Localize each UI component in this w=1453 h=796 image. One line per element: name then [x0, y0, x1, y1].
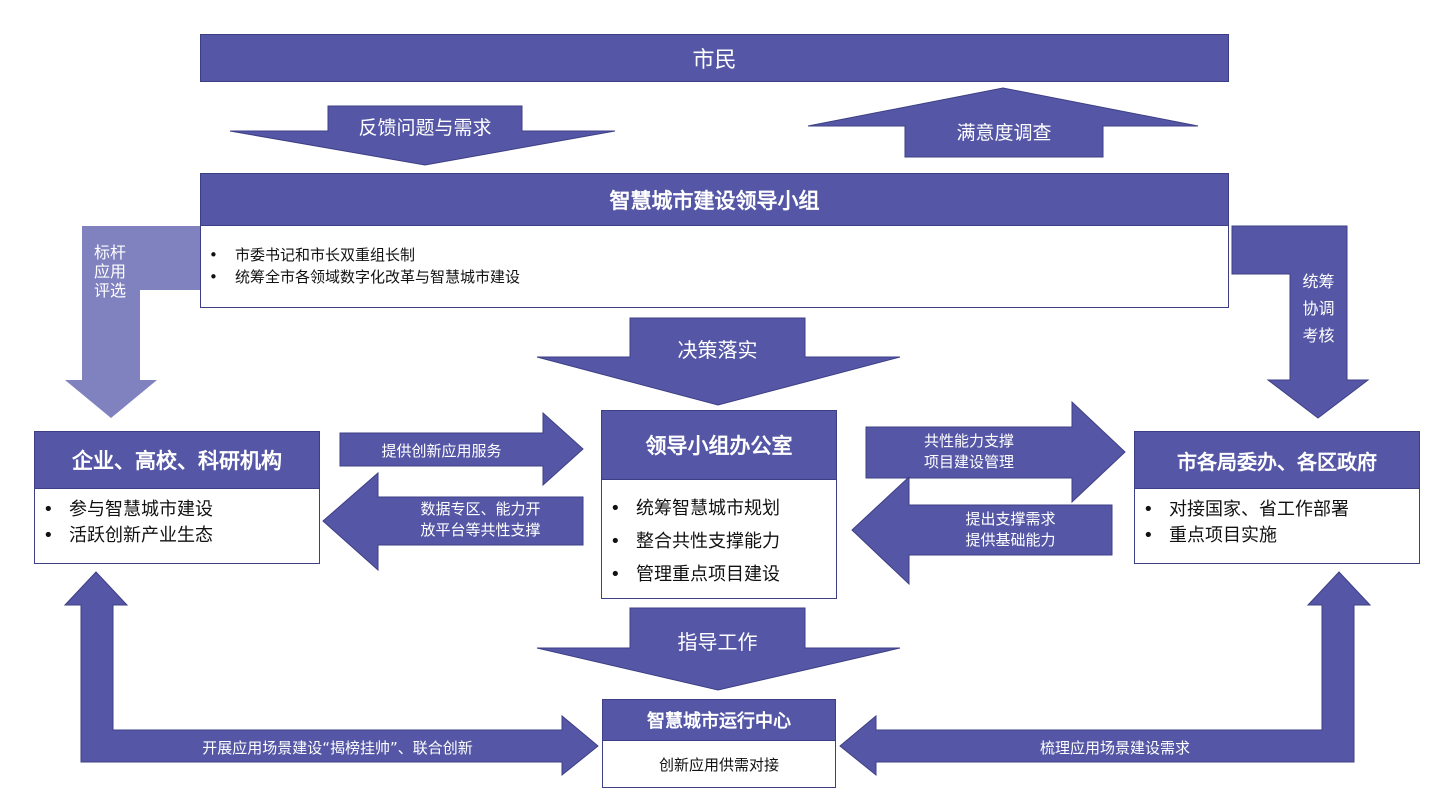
request-support-line: 提供基础能力 [965, 531, 1056, 549]
coordinate-arrow [1231, 225, 1370, 419]
office-header: 领导小组办公室 [601, 410, 837, 480]
request-support-line: 提出支撑需求 [965, 510, 1056, 528]
feedback-label: 反馈问题与需求 [358, 117, 492, 139]
provide-service-label: 提供创新应用服务 [381, 442, 502, 460]
office-body: 统筹智慧城市规划 整合共性支撑能力 管理重点项目建设 [601, 479, 837, 599]
enterprise-item: 活跃创新产业生态 [35, 523, 319, 549]
sort-demand-label: 梳理应用场景建设需求 [1039, 739, 1190, 757]
satisfaction-label: 满意度调查 [956, 122, 1052, 144]
decision-arrow [536, 317, 901, 406]
enterprise-title: 企业、高校、科研机构 [72, 449, 282, 473]
common-capability-label: 共性能力支撑 项目建设管理 [866, 431, 1072, 473]
data-support-arrow [322, 471, 584, 572]
office-title: 领导小组办公室 [645, 434, 793, 458]
enterprise-body: 参与智慧城市建设 活跃创新产业生态 [34, 488, 320, 564]
guide-label: 指导工作 [677, 630, 758, 654]
coordinate-label-line: 考核 [1302, 326, 1335, 345]
bureaus-item: 对接国家、省工作部署 [1135, 497, 1419, 523]
leading-group-title: 智慧城市建设领导小组 [609, 188, 820, 213]
benchmark-label: 标杆应用评选 [93, 243, 126, 300]
common-capability-line: 项目建设管理 [923, 453, 1014, 471]
satisfaction-arrow [807, 87, 1199, 158]
scene-building-label: 开展应用场景建设“揭榜挂帅”、联合创新 [202, 739, 473, 757]
operation-header: 智慧城市运行中心 [602, 699, 836, 741]
enterprise-item: 参与智慧城市建设 [35, 497, 319, 523]
guide-arrow [536, 607, 901, 691]
operation-title: 智慧城市运行中心 [647, 711, 791, 732]
data-support-line: 放平台等共性支撑 [420, 521, 541, 539]
request-support-arrow [851, 475, 1113, 586]
leading-group-header: 智慧城市建设领导小组 [200, 173, 1229, 226]
provide-service-arrow [339, 411, 584, 487]
citizens-title: 市民 [692, 48, 737, 73]
data-support-label: 数据专区、能力开 放平台等共性支撑 [378, 499, 583, 541]
bureaus-title: 市各局委办、各区政府 [1177, 449, 1377, 474]
coordinate-label-line: 协调 [1302, 299, 1335, 318]
sort-demand-arrow [839, 571, 1372, 777]
common-capability-arrow [865, 400, 1126, 504]
bureaus-item: 重点项目实施 [1135, 523, 1419, 549]
office-item: 整合共性支撑能力 [602, 525, 836, 558]
feedback-arrow [229, 105, 616, 166]
leading-group-item: 市委书记和市长双重组长制 [201, 244, 1228, 266]
enterprise-header: 企业、高校、科研机构 [34, 431, 320, 489]
request-support-label: 提出支撑需求 提供基础能力 [909, 509, 1112, 551]
operation-subtitle: 创新应用供需对接 [658, 755, 779, 774]
leading-group-body: 市委书记和市长双重组长制 统筹全市各领域数字化改革与智慧城市建设 [200, 225, 1229, 308]
common-capability-line: 共性能力支撑 [923, 432, 1014, 450]
benchmark-arrow [65, 226, 200, 418]
leading-group-item: 统筹全市各领域数字化改革与智慧城市建设 [201, 266, 1228, 288]
office-item: 管理重点项目建设 [602, 558, 836, 591]
coordinate-label: 统筹 协调 考核 [1290, 268, 1347, 349]
citizens-bar: 市民 [200, 34, 1229, 82]
bureaus-header: 市各局委办、各区政府 [1134, 431, 1420, 489]
office-item: 统筹智慧城市规划 [602, 492, 836, 525]
decision-label: 决策落实 [677, 338, 758, 362]
bureaus-body: 对接国家、省工作部署 重点项目实施 [1134, 488, 1420, 564]
scene-building-arrow [63, 571, 599, 777]
operation-body: 创新应用供需对接 [602, 740, 836, 788]
data-support-line: 数据专区、能力开 [420, 500, 541, 518]
coordinate-label-line: 统筹 [1302, 272, 1335, 291]
